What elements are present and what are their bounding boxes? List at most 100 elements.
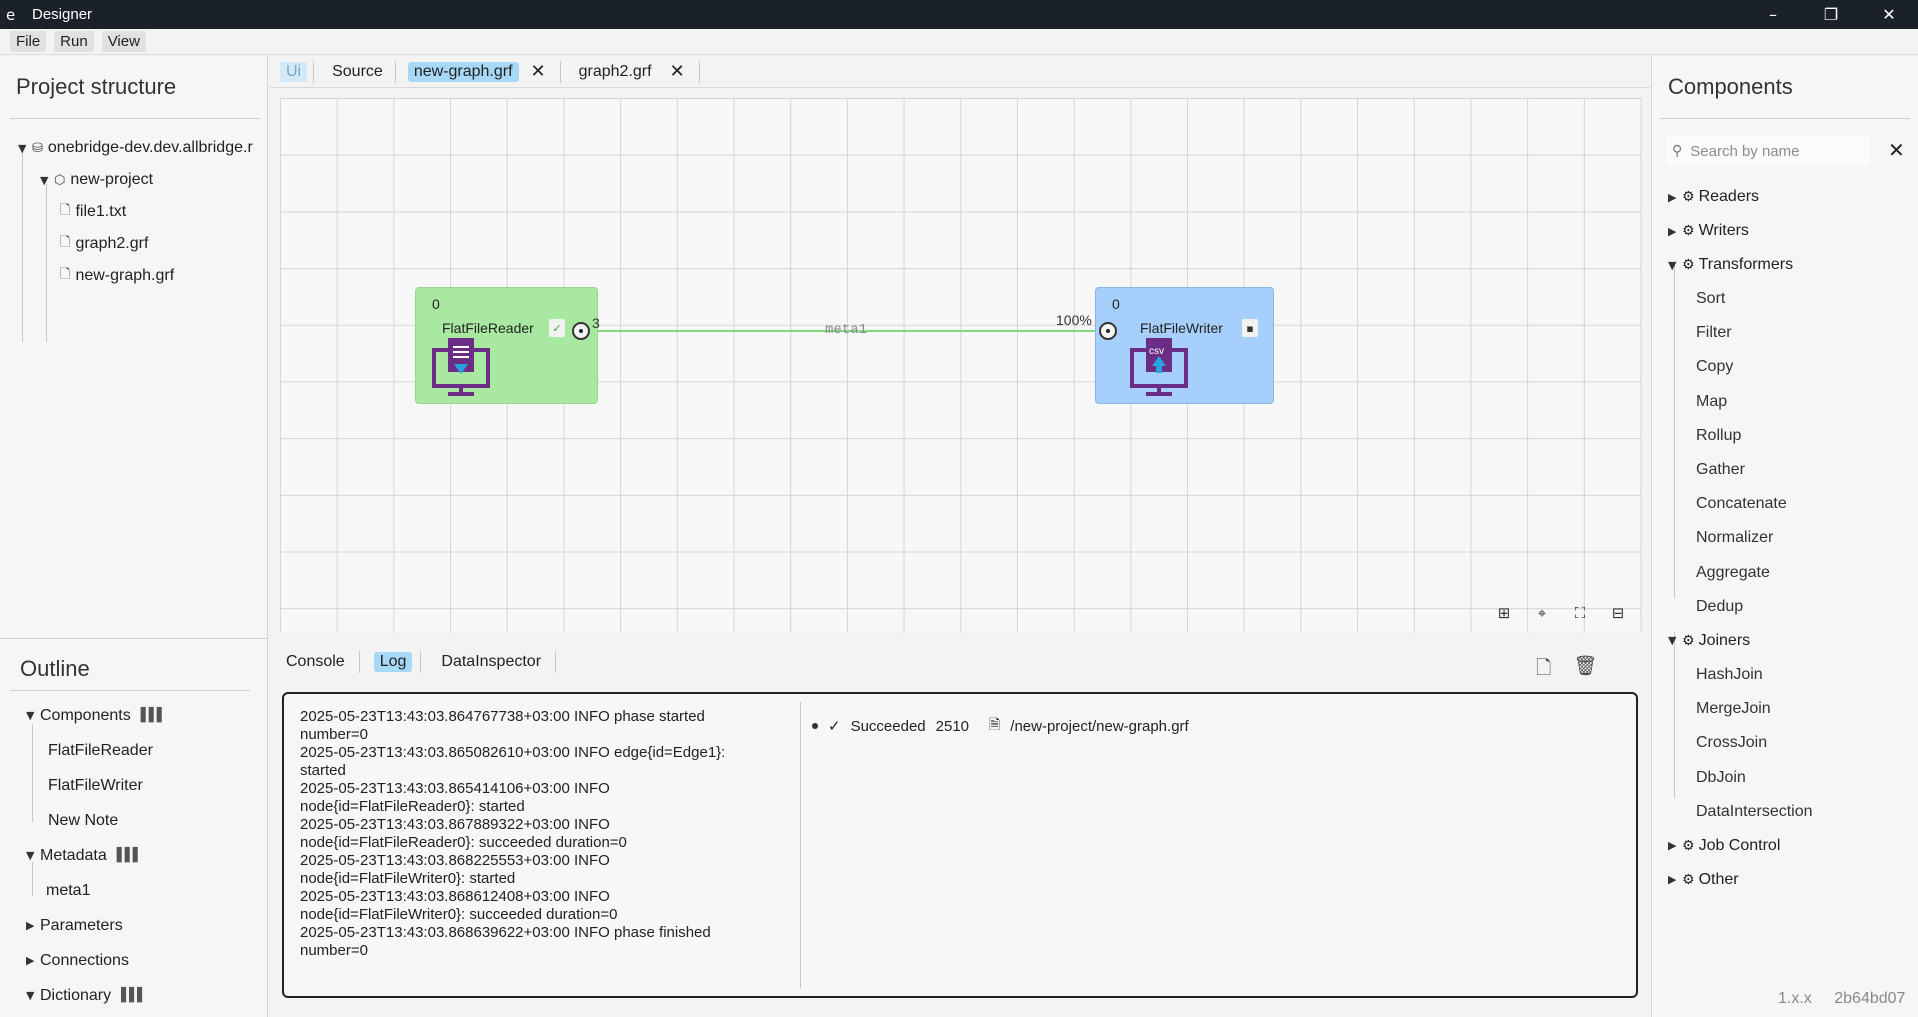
edge-label[interactable]: meta1: [825, 322, 868, 338]
component-gather[interactable]: Gather: [1696, 461, 1745, 479]
outline-item[interactable]: New Note: [26, 803, 165, 838]
clear-search-icon[interactable]: ✕: [1888, 138, 1905, 162]
run-count: 2510: [935, 717, 970, 735]
zoom-controls: ⊞ ⌖ ⛶ ⊟: [1494, 603, 1628, 623]
project-structure-title: Project structure: [16, 74, 177, 99]
bullet-icon: [812, 723, 818, 729]
group-job-control[interactable]: ▶⚙Job Control: [1668, 829, 1813, 863]
flatfilereader-node[interactable]: 0 FlatFileReader ✓: [415, 287, 598, 404]
output-port[interactable]: [572, 322, 590, 340]
caret-down-icon[interactable]: ▼: [1668, 258, 1677, 272]
caret-down-icon[interactable]: ▼: [18, 141, 27, 155]
menu-run[interactable]: Run: [54, 31, 94, 52]
tree-item-root[interactable]: ▼ ⛁ onebridge-dev.dev.allbridge.r: [18, 132, 253, 164]
close-tab-icon[interactable]: ✕: [669, 61, 685, 82]
outline-label: FlatFileReader: [48, 741, 153, 759]
input-port[interactable]: [1099, 322, 1117, 340]
zoom-in-icon[interactable]: ⊞: [1497, 604, 1511, 622]
component-mergejoin[interactable]: MergeJoin: [1696, 700, 1771, 718]
outline-item[interactable]: FlatFileReader: [26, 733, 165, 768]
tab-source[interactable]: Source: [332, 62, 383, 80]
caret-down-icon[interactable]: ▼: [40, 173, 49, 187]
run-status: Succeeded: [850, 717, 926, 735]
tree-item-file[interactable]: 🗋 file1.txt: [18, 196, 253, 228]
caret-down-icon[interactable]: ▼: [1668, 634, 1677, 648]
center-icon[interactable]: ⌖: [1537, 604, 1547, 622]
new-file-icon[interactable]: 🗋: [1536, 657, 1552, 679]
outline-item[interactable]: meta1: [26, 873, 165, 908]
tree-item-project[interactable]: ▼ ⬡ new-project: [18, 164, 253, 196]
tree-label: onebridge-dev.dev.allbridge.r: [47, 139, 253, 156]
component-map[interactable]: Map: [1696, 392, 1728, 410]
component-search-input[interactable]: ⚲ Search by name: [1666, 136, 1870, 166]
group-label: Transformers: [1698, 256, 1794, 273]
tree-item-file[interactable]: 🗋 graph2.grf: [18, 228, 253, 260]
menu-view[interactable]: View: [101, 31, 146, 52]
tab-graph2[interactable]: graph2.grf: [578, 62, 652, 80]
outline-dictionary[interactable]: ▼ Dictionary ▌▌▌: [26, 978, 165, 1013]
caret-down-icon[interactable]: ▼: [26, 849, 35, 862]
component-copy[interactable]: Copy: [1696, 358, 1734, 376]
tab-separator: [358, 651, 360, 673]
component-normalizer[interactable]: Normalizer: [1696, 529, 1774, 547]
component-hashjoin[interactable]: HashJoin: [1696, 665, 1763, 683]
tree-item-file[interactable]: 🗋 new-graph.grf: [18, 260, 253, 292]
group-transformers[interactable]: ▼⚙Transformers: [1668, 248, 1813, 282]
gear-icon: ⚙: [1682, 632, 1695, 649]
outline-label: Connections: [40, 951, 129, 969]
component-concatenate[interactable]: Concatenate: [1696, 495, 1787, 513]
component-dataintersection[interactable]: DataIntersection: [1696, 802, 1813, 820]
caret-right-icon[interactable]: ▶: [1668, 873, 1677, 887]
caret-right-icon[interactable]: ▶: [1668, 839, 1677, 853]
component-rollup[interactable]: Rollup: [1696, 426, 1742, 444]
close-tab-icon[interactable]: ✕: [530, 61, 546, 82]
minimize-button[interactable]: –: [1769, 5, 1777, 24]
file-icon: 🗋: [60, 235, 71, 250]
outline-components[interactable]: ▼ Components ▌▌▌: [26, 698, 167, 733]
zoom-out-icon[interactable]: ⊟: [1611, 604, 1625, 622]
run-entry[interactable]: ✓ Succeeded 2510 🗎 /new-project/new-grap…: [812, 714, 1189, 738]
caret-down-icon[interactable]: ▼: [26, 989, 35, 1002]
group-writers[interactable]: ▶⚙Writers: [1668, 214, 1813, 248]
component-crossjoin[interactable]: CrossJoin: [1696, 734, 1768, 752]
outline-item[interactable]: FlatFileWriter: [26, 768, 165, 803]
group-other[interactable]: ▶⚙Other: [1668, 863, 1813, 897]
bar-chart-icon[interactable]: ▌▌▌: [140, 708, 167, 723]
search-icon: ⚲: [1672, 143, 1683, 159]
group-readers[interactable]: ▶⚙Readers: [1668, 180, 1813, 214]
caret-down-icon[interactable]: ▼: [26, 709, 35, 722]
bar-chart-icon[interactable]: ▌▌▌: [116, 848, 143, 863]
graph-canvas[interactable]: meta1 0 FlatFileReader ✓ 3 0 FlatFileWri…: [280, 98, 1642, 633]
caret-right-icon[interactable]: ▶: [1668, 190, 1677, 204]
bar-chart-icon[interactable]: ▌▌▌: [121, 988, 147, 1003]
component-sort[interactable]: Sort: [1696, 290, 1726, 308]
caret-right-icon[interactable]: ▶: [26, 954, 35, 967]
fit-screen-icon[interactable]: ⛶: [1574, 604, 1586, 622]
tab-datainspector[interactable]: DataInspector: [441, 653, 542, 670]
tab-ui[interactable]: Ui: [280, 61, 308, 82]
flatfilewriter-node[interactable]: 0 FlatFileWriter ▪ csv: [1095, 287, 1274, 404]
caret-right-icon[interactable]: ▶: [1668, 224, 1677, 238]
menu-file[interactable]: File: [10, 31, 47, 52]
trash-icon[interactable]: 🗑: [1573, 655, 1598, 677]
component-filter[interactable]: Filter: [1696, 324, 1732, 342]
outline-parameters[interactable]: ▶ Parameters: [26, 908, 165, 943]
node-count: 0: [1112, 296, 1120, 312]
close-window-button[interactable]: ✕: [1882, 5, 1896, 24]
bottom-tabbar: Console Log DataInspector: [280, 647, 570, 677]
outline-label: New Note: [48, 811, 119, 829]
outline-connections[interactable]: ▶ Connections: [26, 943, 165, 978]
component-aggregate[interactable]: Aggregate: [1696, 563, 1770, 581]
run-path[interactable]: /new-project/new-graph.grf: [1010, 717, 1189, 735]
tab-console[interactable]: Console: [286, 653, 345, 670]
tab-log[interactable]: Log: [373, 652, 413, 672]
outline-metadata[interactable]: ▼ Metadata ▌▌▌: [26, 838, 165, 873]
group-joiners[interactable]: ▼⚙Joiners: [1668, 624, 1813, 658]
component-dedup[interactable]: Dedup: [1696, 597, 1744, 615]
restore-button[interactable]: ❐: [1823, 5, 1839, 24]
component-dbjoin[interactable]: DbJoin: [1696, 768, 1746, 786]
app-icon: e: [6, 5, 16, 24]
caret-right-icon[interactable]: ▶: [26, 919, 35, 932]
tree-guide: [32, 862, 33, 896]
tab-new-graph[interactable]: new-graph.grf: [407, 61, 519, 82]
